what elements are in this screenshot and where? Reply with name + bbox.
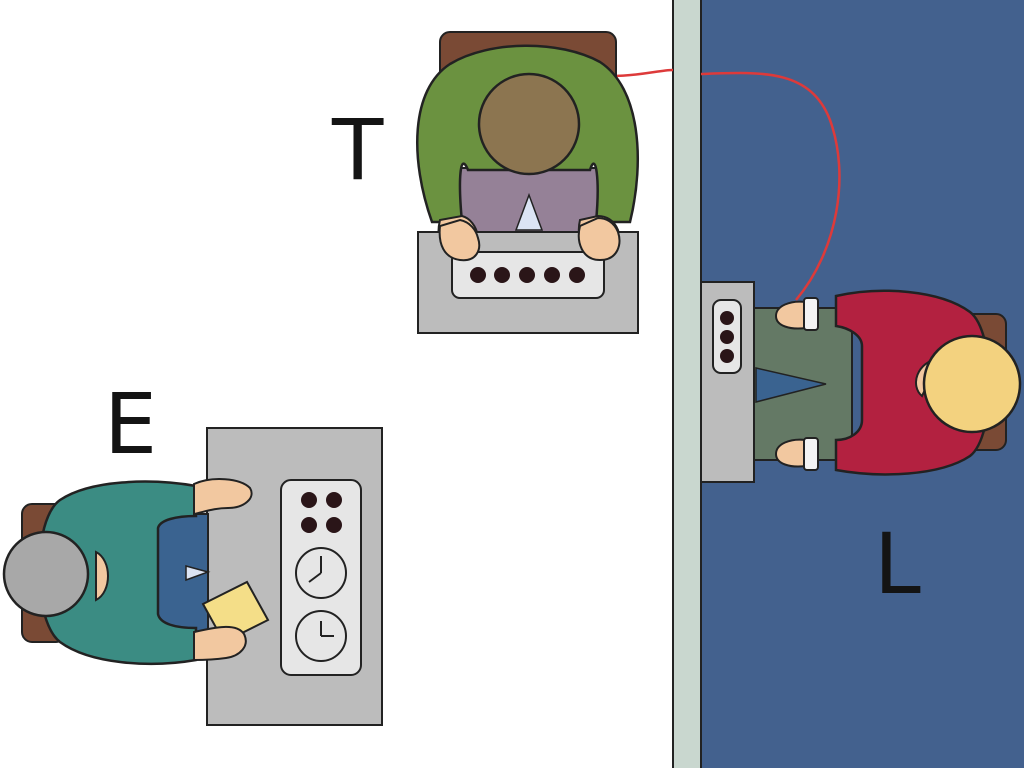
- panel-button-4: [326, 517, 342, 533]
- learner-head: [922, 334, 1022, 434]
- shock-switch-1: [470, 267, 486, 283]
- shock-switch-3: [519, 267, 535, 283]
- wrist-strap-right: [803, 297, 819, 331]
- experimenter-shirt: [37, 480, 198, 666]
- panel-button-1: [301, 492, 317, 508]
- answer-light-1: [720, 311, 734, 325]
- teacher-label: T: [332, 101, 384, 199]
- electrode-wire: [611, 68, 841, 301]
- shock-switch-2: [494, 267, 510, 283]
- answer-light-2: [720, 330, 734, 344]
- experimenter-head: [2, 530, 90, 618]
- answer-light-3: [720, 349, 734, 363]
- learner-shock-plate: [700, 281, 755, 483]
- shock-switch-5: [569, 267, 585, 283]
- learner-left-hand: [774, 438, 807, 468]
- panel-button-2: [326, 492, 342, 508]
- partition-wall: [672, 0, 702, 768]
- learner-label: L: [874, 515, 921, 613]
- shock-switch-4: [544, 267, 560, 283]
- learner-right-hand: [774, 300, 807, 330]
- teacher-head: [477, 72, 581, 176]
- learner-figure: [753, 289, 1022, 476]
- experimenter-desk: [206, 427, 383, 726]
- panel-button-3: [301, 517, 317, 533]
- experimenter-right-hand: [193, 478, 253, 516]
- experimenter-figure: [2, 478, 270, 666]
- timer-icon: [295, 610, 347, 662]
- experimenter-left-hand: [193, 626, 247, 662]
- clock-icon: [295, 547, 347, 599]
- experimenter-label: E: [104, 375, 158, 473]
- wrist-strap-left: [803, 437, 819, 471]
